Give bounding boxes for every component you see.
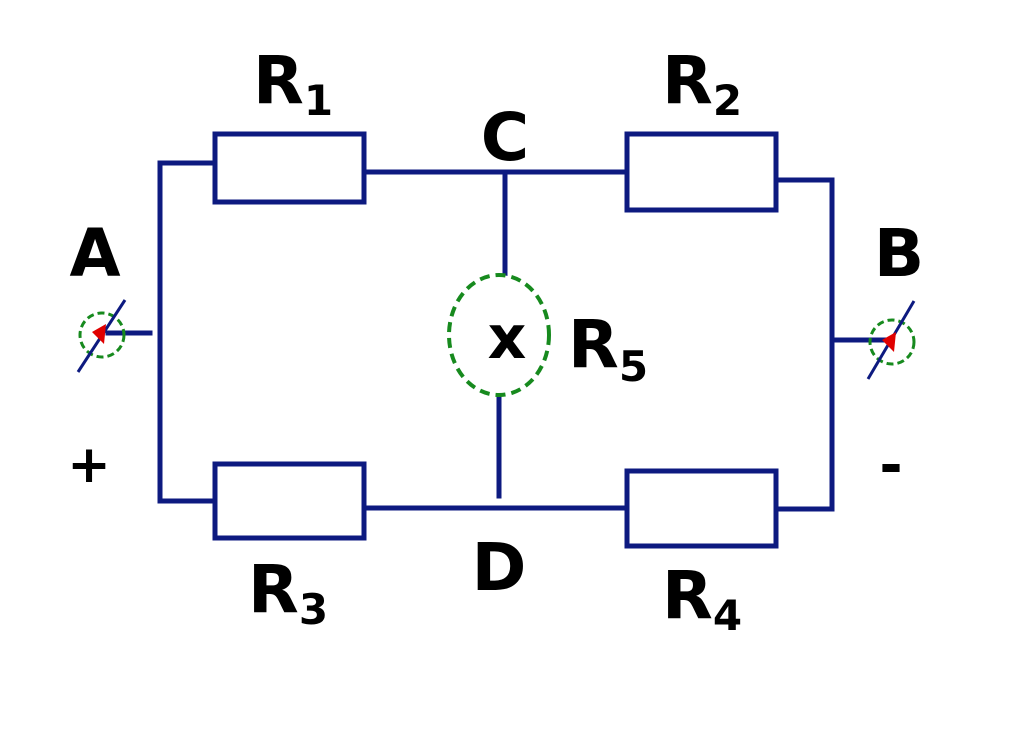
label-r5: R5 — [568, 306, 648, 391]
node-label-d: D — [472, 529, 527, 606]
wire-left-vertical — [157, 160, 218, 504]
terminal-b-dot — [882, 332, 896, 352]
terminal-a — [76, 299, 127, 373]
label-r1-letter: R — [253, 42, 304, 119]
node-label-a: A — [69, 215, 120, 292]
node-label-c: C — [481, 99, 529, 176]
label-r3-letter: R — [248, 551, 299, 628]
terminal-b-ring — [868, 318, 916, 366]
wires — [105, 160, 887, 512]
label-r3: R3 — [248, 551, 328, 634]
resistor-r1 — [212, 131, 367, 205]
label-r1: R1 — [253, 42, 333, 125]
terminal-a-ring — [78, 311, 126, 359]
meter-r5 — [447, 273, 551, 397]
label-r4-sub: 4 — [713, 591, 742, 640]
resistor-r2 — [624, 131, 779, 213]
polarity-plus: + — [67, 435, 111, 495]
label-r4: R4 — [662, 557, 742, 640]
wire-right-vertical — [775, 177, 835, 512]
label-r3-sub: 3 — [299, 585, 328, 634]
resistor-r3 — [212, 461, 367, 541]
label-r2-sub: 2 — [713, 76, 742, 125]
label-r5-letter: R — [568, 306, 619, 383]
terminal-b — [866, 300, 916, 380]
label-r2-letter: R — [662, 42, 713, 119]
node-label-b: B — [874, 215, 924, 292]
polarity-minus: - — [879, 433, 902, 498]
resistor-r4 — [624, 468, 779, 549]
terminal-a-dot — [92, 324, 106, 344]
meter-symbol: x — [488, 303, 527, 373]
label-r4-letter: R — [662, 557, 713, 634]
label-r1-sub: 1 — [304, 76, 333, 125]
label-r2: R2 — [662, 42, 742, 125]
label-r5-sub: 5 — [619, 342, 648, 391]
